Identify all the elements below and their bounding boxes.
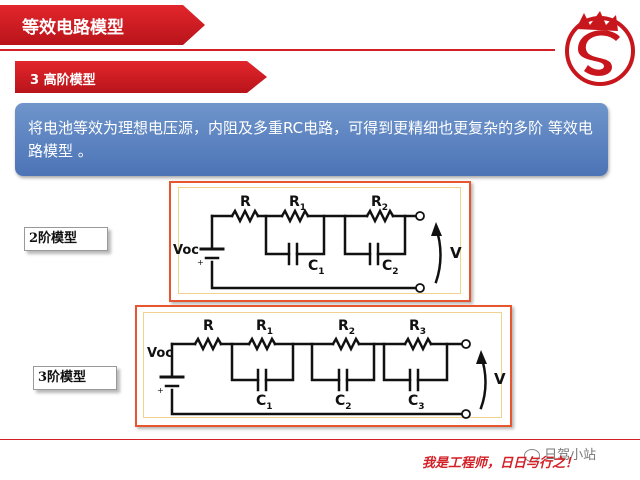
wechat-account-name: 日驾小站 — [544, 448, 597, 463]
footer-divider — [0, 439, 640, 440]
dragon-logo-icon — [565, 11, 635, 86]
info-box — [15, 103, 608, 176]
footer-slogan: 我是工程师，日日与行之！ — [422, 456, 579, 471]
circuit-3rd-order-frame — [135, 305, 512, 427]
page-title: 等效电路模型 — [22, 18, 124, 38]
title-banner — [0, 5, 205, 45]
capacitor-c2-label: C2 — [335, 393, 352, 412]
svg-text:+: + — [157, 386, 164, 395]
resistor-r3-label: R3 — [409, 318, 427, 337]
resistor-r0-label: R — [203, 318, 214, 334]
header-divider — [0, 49, 555, 51]
section-banner — [15, 61, 267, 93]
info-text: 将电池等效为理想电压源，内阻及多重RC电路，可得到更精细也更复杂的多阶 等效电路… — [28, 119, 593, 160]
svg-text:+: + — [197, 258, 204, 267]
label-2nd-order-model: 2阶模型 — [24, 227, 108, 251]
voltage-v-label: V — [494, 370, 506, 388]
capacitor-c1-label: C1 — [308, 258, 325, 277]
resistor-r2-label: R2 — [338, 318, 356, 337]
resistor-r0-label: R — [240, 194, 251, 210]
voltage-v-label: V — [450, 244, 462, 262]
resistor-r1-label: R1 — [256, 318, 274, 337]
capacitor-c1-label: C1 — [256, 393, 273, 412]
circuit-2nd-order-frame — [169, 181, 471, 302]
capacitor-c3-label: C3 — [408, 393, 425, 412]
circuit-2nd-order-inner-frame — [178, 187, 461, 294]
wechat-icon — [524, 449, 540, 462]
wechat-watermark: 日驾小站 — [524, 444, 634, 463]
capacitor-c2-label: C2 — [382, 258, 399, 277]
resistor-r2-label: R2 — [371, 194, 389, 213]
voc-label: Voc — [147, 346, 173, 361]
label-3rd-order-model: 3阶模型 — [33, 366, 117, 390]
resistor-r1-label: R1 — [289, 194, 307, 213]
circuit-3rd-order-inner-frame — [143, 312, 502, 418]
section-title: 3 高阶模型 — [30, 73, 96, 88]
voc-label: Voc — [173, 243, 199, 258]
